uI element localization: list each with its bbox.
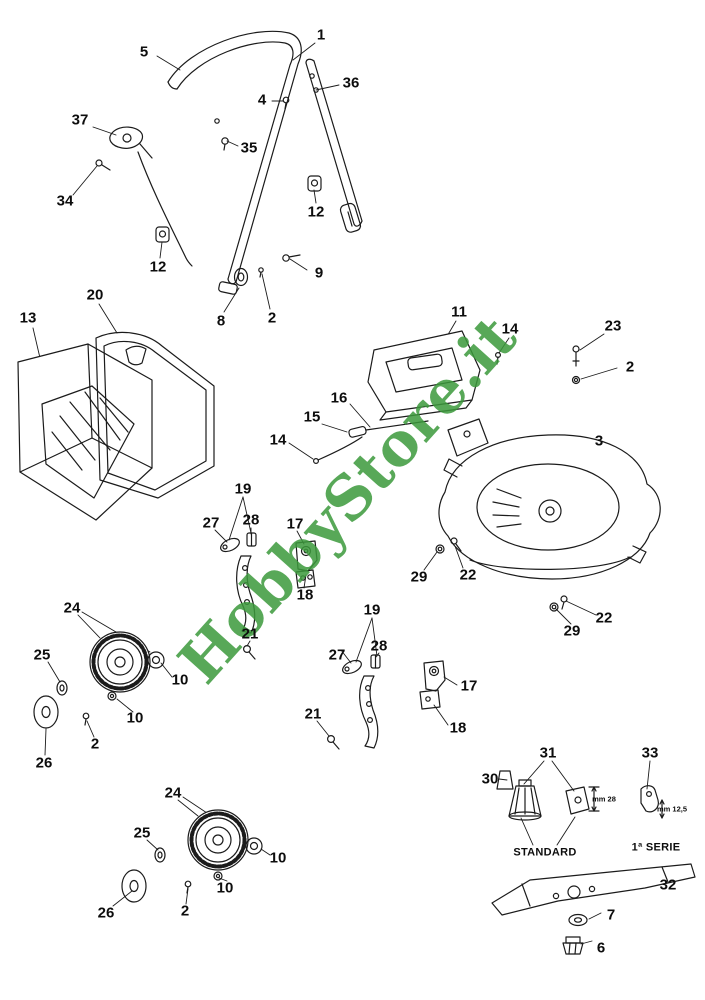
wheel-assembly-b [121,809,263,903]
bag-frame [95,331,215,499]
deck-fasteners [435,537,568,612]
height-adjuster-a [220,532,318,660]
clutch-lever-and-cable [95,126,193,267]
knob-12-left [155,226,170,243]
pin-34 [95,159,103,167]
wheel-assembly-a [33,631,165,729]
blade-hub-first-series [640,785,665,819]
blade-washer-and-bolt [562,913,588,955]
grass-bag [17,343,153,521]
handlebar [167,30,302,295]
blade [491,863,696,916]
blade-hub-standard [496,770,600,821]
rear-cover [367,330,481,421]
deck [438,418,661,580]
cover-fasteners [495,345,581,385]
lower-handlebar [305,58,363,233]
height-cable [313,420,429,465]
handlebar-fasteners [221,96,322,287]
leader-lines [32,42,660,945]
height-adjuster-b [327,654,446,750]
